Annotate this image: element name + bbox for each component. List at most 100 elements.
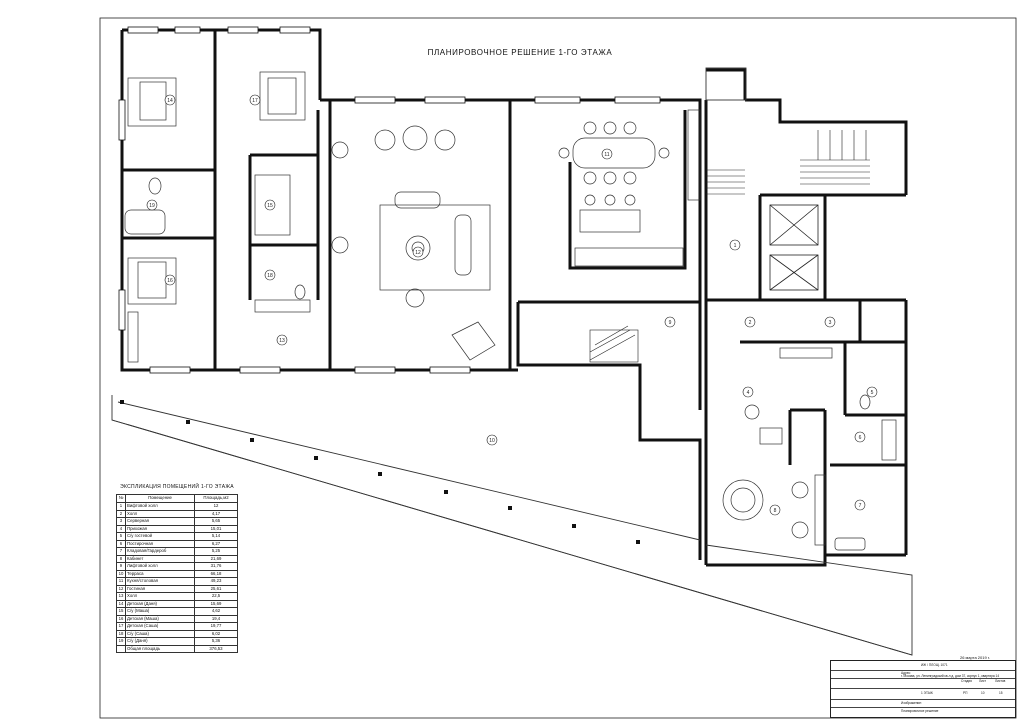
windows: [118, 26, 661, 374]
svg-text:18: 18: [267, 273, 273, 279]
room-name-cell: Детская (Маша): [125, 614, 195, 623]
stamp-sheets-total: 15: [999, 691, 1003, 695]
room-area-cell: 12: [194, 502, 238, 511]
walls: [120, 28, 908, 567]
room-marker: 6: [854, 431, 866, 443]
svg-text:11: 11: [604, 152, 609, 158]
svg-text:7: 7: [859, 503, 862, 509]
room-number-cell: 12: [116, 584, 126, 593]
stamp-code: ИЖ / ПЛОЩ. 1071: [921, 663, 948, 667]
room-marker: 14: [164, 94, 176, 106]
plan-title: ПЛАНИРОВОЧНОЕ РЕШЕНИЕ 1-ГО ЭТАЖА: [427, 48, 613, 57]
room-number-cell: 4: [116, 524, 126, 533]
svg-text:16: 16: [167, 278, 173, 284]
svg-text:13: 13: [279, 338, 285, 344]
room-name-cell: Прихожая: [125, 524, 195, 533]
room-name-cell: Кухня/столовая: [125, 577, 195, 586]
room-marker: 13: [276, 334, 288, 346]
room-name-cell: С/у (Даня): [125, 637, 195, 646]
stamp-stage-label: Стадия: [961, 679, 972, 683]
svg-text:3: 3: [829, 320, 832, 326]
column-header: Площадь,м2: [194, 494, 238, 503]
room-area-cell: 19,77: [194, 622, 238, 631]
table-header-row: № Помещение Площадь,м2: [116, 494, 238, 503]
stamp-drawing-name: Планировочное решение: [901, 709, 939, 713]
svg-text:4: 4: [747, 390, 750, 396]
room-marker: 10: [486, 434, 498, 446]
stairs: [589, 130, 870, 363]
stamp-sheets-label: Листов: [995, 679, 1006, 683]
terrace-posts: [120, 400, 640, 544]
room-number-cell: 16: [116, 614, 126, 623]
room-area-cell: 5,36: [194, 637, 238, 646]
room-area-cell: 5,65: [194, 517, 238, 526]
room-number-cell: 1: [116, 502, 126, 511]
room-marker: 9: [664, 316, 676, 328]
explication-caption: ЭКСПЛИКАЦИЯ ПОМЕЩЕНИЙ 1-ГО ЭТАЖА: [120, 484, 234, 490]
room-area-cell: 15,01: [194, 524, 238, 533]
svg-text:5: 5: [871, 390, 874, 396]
room-name-cell: С/у гостевой: [125, 532, 195, 541]
terrace-outline: [111, 67, 913, 656]
room-area-cell: 21,69: [194, 554, 238, 563]
room-number-cell: 17: [116, 622, 126, 631]
stamp-address: г. Москва, ул. Ленинградский кв-л д, дом…: [901, 674, 1000, 678]
room-marker: 16: [164, 274, 176, 286]
stamp-stage: РП: [963, 691, 968, 695]
title-block: ИЖ / ПЛОЩ. 1071 Адрес: г. Москва, ул. Ле…: [830, 660, 1016, 718]
svg-text:10: 10: [489, 438, 495, 444]
room-number-cell: 19: [116, 637, 126, 646]
room-area-cell: 19,4: [194, 614, 238, 623]
furniture: [124, 71, 897, 551]
room-area-cell: 5,25: [194, 547, 238, 556]
stamp-sheet-title: 1 ЭТАЖ: [921, 691, 933, 695]
svg-text:14: 14: [167, 98, 173, 104]
room-name-cell: Терраса: [125, 569, 195, 578]
svg-text:9: 9: [669, 320, 672, 326]
room-name-cell: Постирочная: [125, 539, 195, 548]
room-number-cell: 7: [116, 547, 126, 556]
room-name-cell: Гостиная: [125, 584, 195, 593]
room-area-cell: 15,69: [194, 599, 238, 608]
room-marker: 18: [264, 269, 276, 281]
room-name-cell: С/у (Саша): [125, 629, 195, 638]
room-area-cell: 6,02: [194, 629, 238, 638]
room-number-cell: 9: [116, 562, 126, 571]
room-number-cell: 15: [116, 607, 126, 616]
svg-text:6: 6: [859, 435, 862, 441]
room-number-cell: 10: [116, 569, 126, 578]
room-area-cell: 49,23: [194, 577, 238, 586]
room-number-cell: [116, 644, 126, 653]
svg-text:19: 19: [149, 203, 155, 209]
stamp-sheet-label: Лист: [979, 679, 986, 683]
room-number-cell: 11: [116, 577, 126, 586]
svg-text:2: 2: [749, 320, 752, 326]
room-number-cell: 2: [116, 509, 126, 518]
room-area-cell: 4,17: [194, 509, 238, 518]
room-name-cell: Общая площадь: [125, 644, 195, 653]
stamp-sheet-number: 10: [981, 691, 985, 695]
room-marker: 8: [769, 504, 781, 516]
svg-text:17: 17: [252, 98, 258, 104]
room-area-cell: 6,27: [194, 539, 238, 548]
room-name-cell: Детская (Саша): [125, 622, 195, 631]
svg-text:8: 8: [774, 508, 777, 514]
room-area-cell: 31,76: [194, 562, 238, 571]
room-marker: 11: [601, 148, 613, 160]
room-marker: 3: [824, 316, 836, 328]
column-header: Помещение: [125, 494, 195, 503]
room-name-cell: Вифтовой холл: [125, 502, 195, 511]
